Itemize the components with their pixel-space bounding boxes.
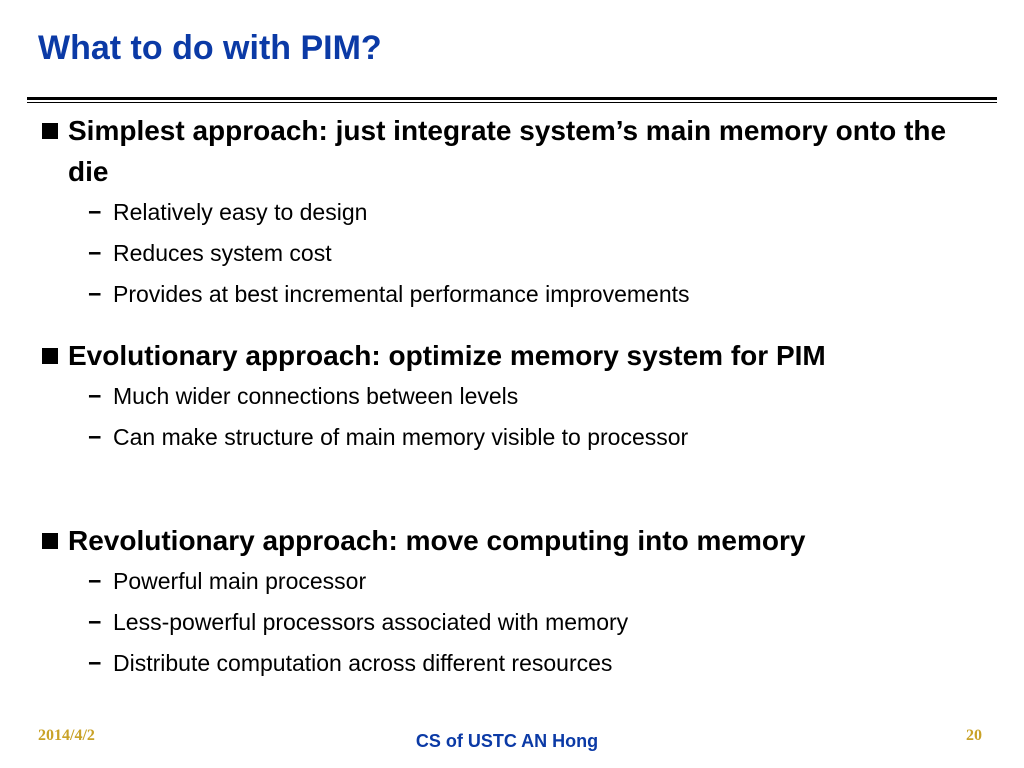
square-bullet-icon	[42, 348, 58, 364]
page-number: 20	[966, 727, 982, 744]
slide-title: What to do with PIM?	[38, 29, 382, 67]
sub-bullet-item: − Provides at best incremental performan…	[88, 274, 980, 315]
dash-icon: −	[88, 240, 102, 266]
sub-bullet-text: Powerful main processor	[113, 568, 367, 594]
square-bullet-icon	[42, 123, 58, 139]
bullet-block-2: Evolutionary approach: optimize memory s…	[40, 335, 980, 458]
sub-bullet-item: − Much wider connections between levels	[88, 376, 980, 417]
sub-bullet-item: − Can make structure of main memory visi…	[88, 417, 980, 458]
sub-bullet-text: Provides at best incremental performance…	[113, 281, 690, 307]
dash-icon: −	[88, 650, 102, 676]
bullet-item: Revolutionary approach: move computing i…	[40, 520, 980, 561]
title-divider-thin	[27, 102, 997, 103]
dash-icon: −	[88, 568, 102, 594]
title-divider-thick	[27, 97, 997, 100]
dash-icon: −	[88, 424, 102, 450]
sub-bullet-text: Less-powerful processors associated with…	[113, 609, 629, 635]
bullet-block-3: Revolutionary approach: move computing i…	[40, 520, 980, 684]
sub-bullet-item: − Less-powerful processors associated wi…	[88, 602, 980, 643]
sub-bullet-text: Can make structure of main memory visibl…	[113, 424, 689, 450]
sub-bullet-text: Distribute computation across different …	[113, 650, 613, 676]
bullet-item: Evolutionary approach: optimize memory s…	[40, 335, 980, 376]
footer-date: 2014/4/2	[38, 727, 95, 744]
square-bullet-icon	[42, 533, 58, 549]
bullet-text: Simplest approach: just integrate system…	[68, 115, 947, 187]
dash-icon: −	[88, 199, 102, 225]
sub-bullet-item: − Powerful main processor	[88, 561, 980, 602]
sub-bullet-text: Relatively easy to design	[113, 199, 368, 225]
sub-bullet-item: − Relatively easy to design	[88, 192, 980, 233]
bullet-block-1: Simplest approach: just integrate system…	[40, 110, 980, 315]
sub-bullet-text: Much wider connections between levels	[113, 383, 519, 409]
bullet-item: Simplest approach: just integrate system…	[40, 110, 980, 192]
dash-icon: −	[88, 609, 102, 635]
sub-bullet-item: − Distribute computation across differen…	[88, 643, 980, 684]
dash-icon: −	[88, 383, 102, 409]
bullet-text: Evolutionary approach: optimize memory s…	[68, 340, 826, 371]
bullet-text: Revolutionary approach: move computing i…	[68, 525, 806, 556]
footer-author: CS of USTC AN Hong	[415, 731, 599, 751]
sub-bullet-text: Reduces system cost	[113, 240, 332, 266]
dash-icon: −	[88, 281, 102, 307]
sub-bullet-item: − Reduces system cost	[88, 233, 980, 274]
